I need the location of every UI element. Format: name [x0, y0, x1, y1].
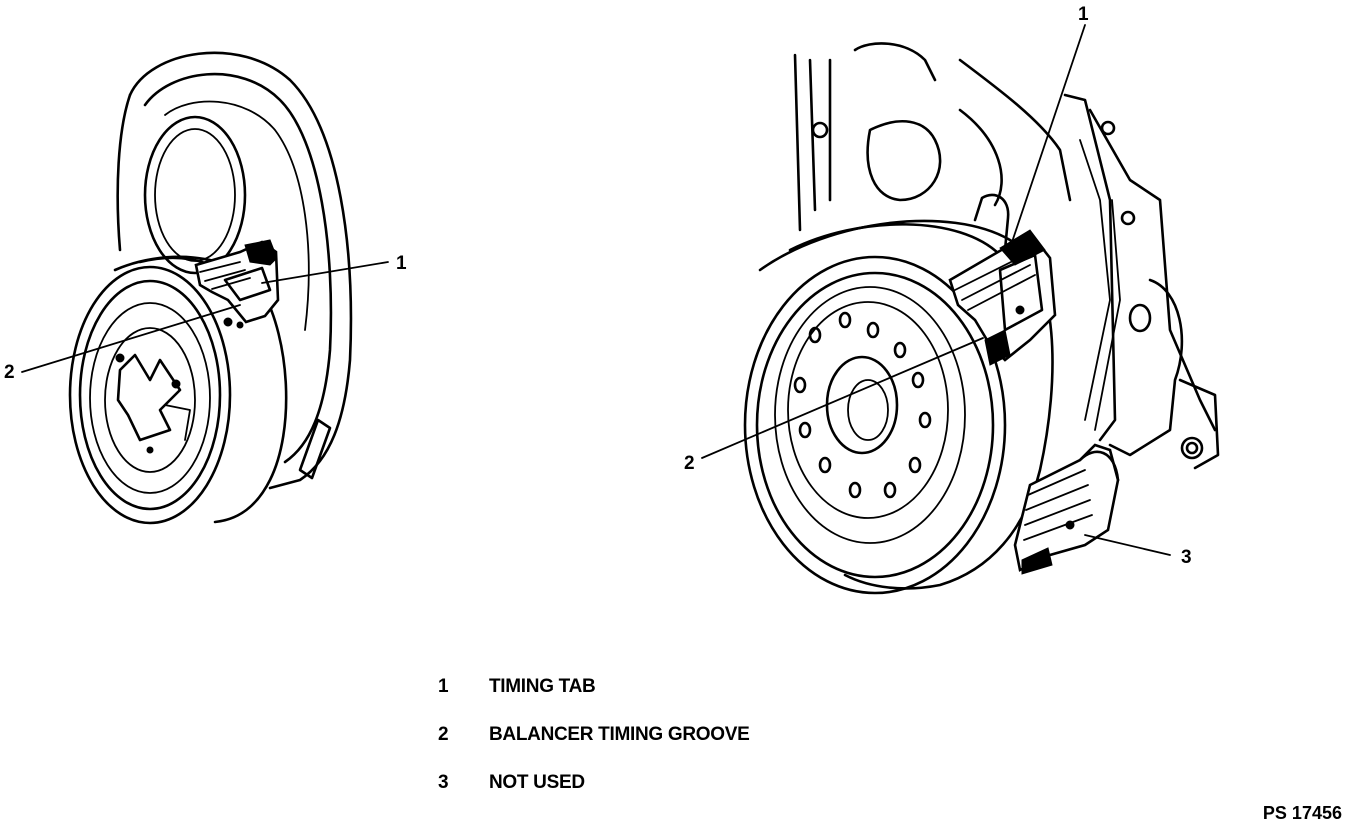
legend-label: TIMING TAB [489, 676, 596, 697]
legend-number: 2 [438, 724, 449, 745]
legend-label: NOT USED [489, 772, 585, 793]
right-callout-1: 1 [1078, 4, 1089, 25]
right-callout-3: 3 [1181, 547, 1192, 568]
legend-label: BALANCER TIMING GROOVE [489, 724, 750, 745]
right-engine-illustration [701, 24, 1220, 595]
legend-number: 1 [438, 676, 449, 697]
right-callout-2: 2 [684, 453, 695, 474]
left-callout-2: 2 [4, 362, 15, 383]
left-callout-1: 1 [396, 253, 407, 274]
legend-number: 3 [438, 772, 449, 793]
figure-id: PS 17456 [1262, 803, 1342, 823]
left-engine-illustration [21, 51, 389, 525]
bolt-holes [793, 311, 932, 499]
